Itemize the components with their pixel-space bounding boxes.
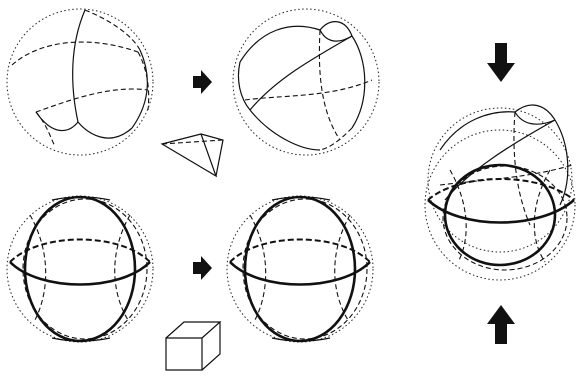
sphere-tetrahedral-partition bbox=[7, 9, 153, 155]
down-arrow-icon bbox=[487, 43, 515, 82]
sphere-cubic-partition-rotated bbox=[227, 196, 373, 342]
right-arrow-icon bbox=[193, 256, 212, 280]
up-arrow-icon bbox=[487, 305, 515, 344]
right-arrow-icon bbox=[193, 70, 212, 94]
sphere-tetrahedral-partition-rotated bbox=[233, 9, 379, 155]
sphere-cubic-partition bbox=[7, 196, 153, 342]
tetrahedron-icon bbox=[162, 134, 223, 176]
sphere-overlay-combined bbox=[425, 105, 575, 280]
cube-icon bbox=[166, 322, 220, 370]
